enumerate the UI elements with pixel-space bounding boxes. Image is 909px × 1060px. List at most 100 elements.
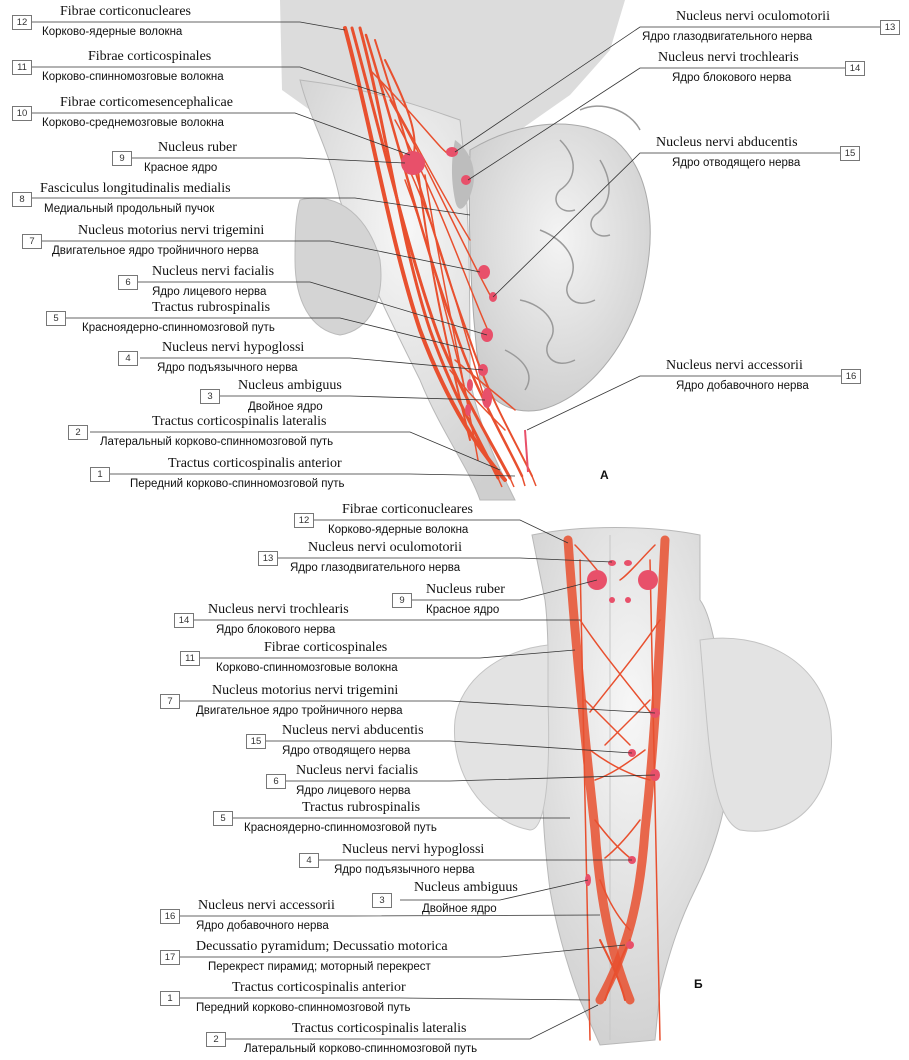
label-latin: Tractus rubrospinalis [152,300,270,316]
cerebellar-hemisphere-left [454,645,548,830]
label-russian: Двойное ядро [248,400,323,414]
label-number: 1 [90,467,110,482]
label-latin: Nucleus nervi oculomotorii [308,540,462,556]
label-russian: Красноядерно-спинномозговой путь [244,821,437,835]
label-russian: Корково-спинномозговые волокна [216,661,398,675]
label-number: 4 [299,853,319,868]
label-latin: Nucleus nervi hypoglossi [162,340,304,356]
label-number: 8 [12,192,32,207]
label-number: 1 [160,991,180,1006]
label-number: 6 [266,774,286,789]
label-number: 6 [118,275,138,290]
label-russian: Корково-ядерные волокна [42,25,182,39]
label-russian: Ядро подъязычного нерва [157,361,298,375]
label-latin: Nucleus nervi facialis [296,763,418,779]
label-number: 7 [160,694,180,709]
label-latin: Fibrae corticomesencephalicae [60,95,233,111]
label-latin: Nucleus nervi abducentis [656,135,798,151]
label-russian: Перекрест пирамид; моторный перекрест [208,960,431,974]
label-number: 12 [294,513,314,528]
label-russian: Корково-спинномозговые волокна [42,70,224,84]
label-number: 15 [246,734,266,749]
label-russian: Медиальный продольный пучок [44,202,214,216]
label-number: 12 [12,15,32,30]
label-latin: Nucleus nervi facialis [152,264,274,280]
label-russian: Красное ядро [144,161,217,175]
label-latin: Nucleus nervi oculomotorii [676,9,830,25]
label-latin: Tractus corticospinalis lateralis [152,414,326,430]
label-number: 13 [880,20,900,35]
label-latin: Fibrae corticospinales [88,49,211,65]
label-latin: Nucleus nervi accessorii [666,358,803,374]
label-latin: Fibrae corticonucleares [342,502,473,518]
label-number: 17 [160,950,180,965]
label-number: 16 [841,369,861,384]
label-number: 10 [12,106,32,121]
label-latin: Nucleus ruber [158,140,237,156]
panel-b-letter: Б [694,977,703,991]
label-number: 2 [68,425,88,440]
label-number: 5 [46,311,66,326]
label-latin: Tractus corticospinalis anterior [232,980,406,996]
label-number: 15 [840,146,860,161]
cerebellum-tissue [469,124,650,411]
label-latin: Nucleus nervi abducentis [282,723,424,739]
brainstem-ventral [532,528,730,1046]
label-latin: Tractus corticospinalis anterior [168,456,342,472]
label-number: 7 [22,234,42,249]
label-number: 9 [112,151,132,166]
label-number: 2 [206,1032,226,1047]
label-number: 11 [12,60,32,75]
label-latin: Nucleus motorius nervi trigemini [78,223,264,239]
label-russian: Ядро лицевого нерва [152,285,266,299]
label-number: 5 [213,811,233,826]
label-russian: Передний корково-спинномозговой путь [130,477,345,491]
panel-b-illustration [454,528,831,1046]
label-russian: Ядро отводящего нерва [282,744,410,758]
label-russian: Ядро глазодвигательного нерва [290,561,460,575]
red-nucleus-right [638,570,658,590]
label-number: 9 [392,593,412,608]
label-latin: Tractus corticospinalis lateralis [292,1021,466,1037]
label-number: 16 [160,909,180,924]
label-latin: Nucleus motorius nervi trigemini [212,683,398,699]
panel-a-letter: А [600,468,609,482]
label-russian: Ядро добавочного нерва [676,379,809,393]
label-latin: Fasciculus longitudinalis medialis [40,181,231,197]
label-russian: Передний корково-спинномозговой путь [196,1001,411,1015]
label-russian: Ядро глазодвигательного нерва [642,30,812,44]
label-latin: Nucleus ambiguus [238,378,342,394]
label-russian: Ядро лицевого нерва [296,784,410,798]
label-russian: Латеральный корково-спинномозговой путь [244,1042,477,1056]
label-number: 11 [180,651,200,666]
label-russian: Красноядерно-спинномозговой путь [82,321,275,335]
label-latin: Fibrae corticonucleares [60,4,191,20]
label-latin: Nucleus ruber [426,582,505,598]
label-latin: Tractus rubrospinalis [302,800,420,816]
label-russian: Ядро добавочного нерва [196,919,329,933]
label-russian: Ядро подъязычного нерва [334,863,475,877]
label-russian: Латеральный корково-спинномозговой путь [100,435,333,449]
label-number: 4 [118,351,138,366]
label-latin: Fibrae corticospinales [264,640,387,656]
panel-a-illustration [280,0,650,500]
label-number: 3 [372,893,392,908]
label-russian: Ядро блокового нерва [672,71,791,85]
label-russian: Двигательное ядро тройничного нерва [52,244,259,258]
label-number: 14 [845,61,865,76]
label-russian: Двигательное ядро тройничного нерва [196,704,403,718]
label-russian: Ядро блокового нерва [216,623,335,637]
label-russian: Красное ядро [426,603,499,617]
label-number: 3 [200,389,220,404]
label-latin: Nucleus nervi trochlearis [658,50,799,66]
label-russian: Корково-ядерные волокна [328,523,468,537]
label-russian: Корково-среднемозговые волокна [42,116,224,130]
label-number: 14 [174,613,194,628]
cerebellar-hemisphere-right [700,638,832,831]
label-russian: Двойное ядро [422,902,497,916]
label-latin: Nucleus ambiguus [414,880,518,896]
label-latin: Nucleus nervi hypoglossi [342,842,484,858]
label-latin: Nucleus nervi accessorii [198,898,335,914]
label-russian: Ядро отводящего нерва [672,156,800,170]
label-latin: Decussatio pyramidum; Decussatio motoric… [196,939,448,955]
